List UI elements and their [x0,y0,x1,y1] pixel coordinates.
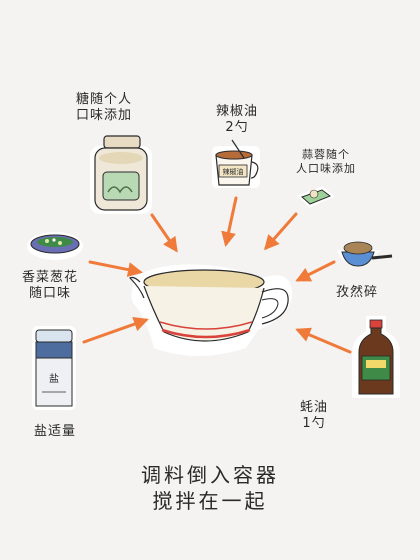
arrow-salt [82,316,149,344]
chili-jar-label: 辣椒油 [223,167,244,176]
label-herbs: 香菜葱花 随口味 [22,270,78,302]
label-herbs-line2: 随口味 [29,286,72,301]
label-chili-oil-line1: 辣椒油 [216,104,259,119]
salt-jar-label: 盐 [49,372,59,385]
label-garlic-line1: 蒜蓉随个 [302,148,350,161]
arrow-oyster-sauce [295,327,352,354]
label-salt-line1: 盐适量 [34,424,77,439]
gravy-boat-icon [128,264,292,356]
label-oyster-sauce-line1: 蚝油 [300,400,329,415]
label-chili-oil-line2: 2勺 [225,120,249,135]
cumin-bowl-icon [336,241,393,267]
sugar-jar-icon [90,135,152,214]
instruction-line2: 搅拌在一起 [152,489,268,513]
label-cumin: 孜然碎 [336,285,378,301]
chili-oil-cup-icon: 辣椒油 [212,139,260,188]
label-sugar: 糖随个人 口味添加 [76,92,132,124]
instruction-line1: 调料倒入容器 [141,463,279,487]
label-chili-oil: 辣椒油 2勺 [216,104,258,136]
label-oyster-sauce: 蚝油 1勺 [300,400,328,432]
arrow-chili-oil [221,196,238,247]
label-salt: 盐适量 [34,424,76,440]
label-herbs-line1: 香菜葱花 [22,270,79,285]
arrow-cumin [295,260,336,282]
salt-shaker-icon: 盐 [32,326,76,410]
garlic-dish-icon [297,186,335,208]
label-oyster-sauce-line2: 1勺 [302,416,326,431]
label-sugar-line1: 糖随个人 [76,92,133,107]
herbs-bowl-icon [27,232,83,260]
label-garlic: 蒜蓉随个 人口味添加 [296,148,356,176]
arrow-sugar [150,213,178,253]
arrow-herbs [88,260,143,278]
oyster-sauce-bottle-icon [352,316,400,398]
label-sugar-line2: 口味添加 [76,108,133,123]
label-cumin-line1: 孜然碎 [336,285,379,300]
arrow-garlic [264,212,298,251]
instruction-text: 调料倒入容器 搅拌在一起 [0,462,420,514]
arrows-group [82,196,352,354]
label-garlic-line2: 人口味添加 [296,162,356,175]
